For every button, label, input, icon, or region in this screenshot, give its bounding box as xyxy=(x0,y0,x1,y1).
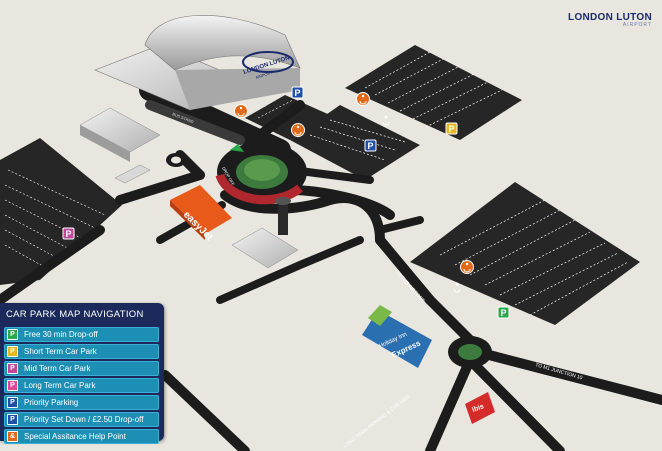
south-roundabout xyxy=(448,336,492,368)
parking-p-icon: P xyxy=(367,141,373,151)
nav-item-priority-parking[interactable]: P Priority Parking xyxy=(4,395,159,410)
nav-item-short-term[interactable]: P Short Term Car Park xyxy=(4,344,159,359)
ibis-text: ibis xyxy=(471,403,485,414)
car-park-navigation-panel: CAR PARK MAP NAVIGATION P Free 30 min Dr… xyxy=(0,303,164,444)
disabled-bay-icon xyxy=(382,115,461,293)
building-south xyxy=(231,227,299,269)
parking-blue-icon: P xyxy=(7,397,18,408)
wheelchair-icon: & xyxy=(7,431,18,442)
wheelchair-icon xyxy=(361,94,365,98)
direction-arrow-icon xyxy=(230,144,244,152)
car-park-west[interactable] xyxy=(0,138,122,285)
airport-brand: LONDON LUTON AIRPORT xyxy=(560,12,652,28)
wheelchair-icon xyxy=(296,125,300,129)
parking-marker-mid-term[interactable]: P xyxy=(62,227,75,240)
nav-item-label: Short Term Car Park xyxy=(24,347,97,356)
brand-sub: AIRPORT xyxy=(622,22,652,28)
parking-marker-priority-north[interactable]: P xyxy=(291,86,304,99)
nav-item-label: Long Term Car Park xyxy=(24,381,96,390)
terminal-sign-sub: AIRPORT xyxy=(255,70,274,80)
car-park-mid-term[interactable] xyxy=(410,182,640,325)
car-park-north-east[interactable] xyxy=(345,45,522,140)
parking-p-icon: P xyxy=(500,308,506,318)
nav-item-special-assistance[interactable]: & Special Assitance Help Point xyxy=(4,429,159,444)
nav-item-label: Priority Parking xyxy=(24,398,79,407)
parking-pink-icon: P xyxy=(7,380,18,391)
assistance-marker-2[interactable] xyxy=(291,123,305,137)
parking-p-icon: P xyxy=(448,124,454,134)
small-roundabout xyxy=(166,153,186,167)
label-long-term-parking: LONG TERM PARKING & CAR HIRE xyxy=(343,393,413,449)
assistance-marker-4[interactable] xyxy=(460,260,474,274)
terminal-building xyxy=(94,15,301,111)
parking-p-icon: P xyxy=(65,229,71,239)
main-roundabout xyxy=(215,142,307,205)
nav-item-label: Mid Term Car Park xyxy=(24,364,91,373)
assistance-marker-1[interactable] xyxy=(234,104,248,118)
ibis-building xyxy=(465,392,495,424)
nav-item-mid-term[interactable]: P Mid Term Car Park xyxy=(4,361,159,376)
nav-item-label: Priority Set Down / £2.50 Drop-off xyxy=(24,415,144,424)
parking-purple-icon: P xyxy=(7,363,18,374)
nav-item-long-term[interactable]: P Long Term Car Park xyxy=(4,378,159,393)
navigation-title: CAR PARK MAP NAVIGATION xyxy=(6,309,144,320)
control-tower xyxy=(275,197,291,235)
wheelchair-icon xyxy=(465,262,469,266)
parking-marker-short-term[interactable]: P xyxy=(445,122,458,135)
nav-item-free-dropoff[interactable]: P Free 30 min Drop-off xyxy=(4,327,159,342)
brand-name: LONDON LUTON xyxy=(568,12,652,23)
parking-p-icon: P xyxy=(294,88,300,98)
nav-item-label: Special Assitance Help Point xyxy=(24,432,126,441)
parking-marker-priority-terminal[interactable]: P xyxy=(364,139,377,152)
nav-item-priority-set-down[interactable]: P Priority Set Down / £2.50 Drop-off xyxy=(4,412,159,427)
parking-blue-icon: P xyxy=(7,414,18,425)
label-taxis: TAXIS xyxy=(255,99,268,108)
easyjet-building xyxy=(170,185,232,240)
parking-yellow-icon: P xyxy=(7,346,18,357)
nav-item-label: Free 30 min Drop-off xyxy=(24,330,98,339)
car-park-terminal[interactable] xyxy=(290,105,420,180)
wheelchair-icon xyxy=(239,106,243,110)
road-network xyxy=(0,79,662,451)
building-west xyxy=(79,107,161,184)
holiday-inn-building xyxy=(362,305,432,368)
parking-marker-free-dropoff[interactable]: P xyxy=(497,306,510,319)
assistance-marker-3[interactable] xyxy=(356,92,370,106)
parking-green-icon: P xyxy=(7,329,18,340)
